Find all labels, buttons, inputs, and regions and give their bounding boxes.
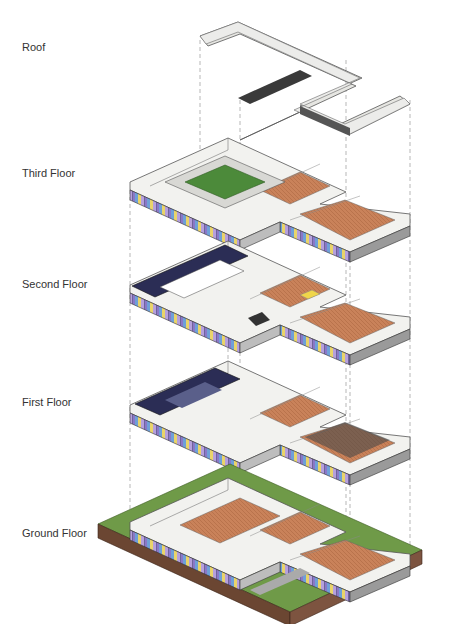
floor-label: Third Floor bbox=[22, 167, 75, 180]
floor-label: Second Floor bbox=[22, 278, 87, 291]
floor-label: First Floor bbox=[22, 396, 72, 409]
floor-label: Roof bbox=[22, 41, 45, 54]
floor-label: Ground Floor bbox=[22, 527, 87, 540]
